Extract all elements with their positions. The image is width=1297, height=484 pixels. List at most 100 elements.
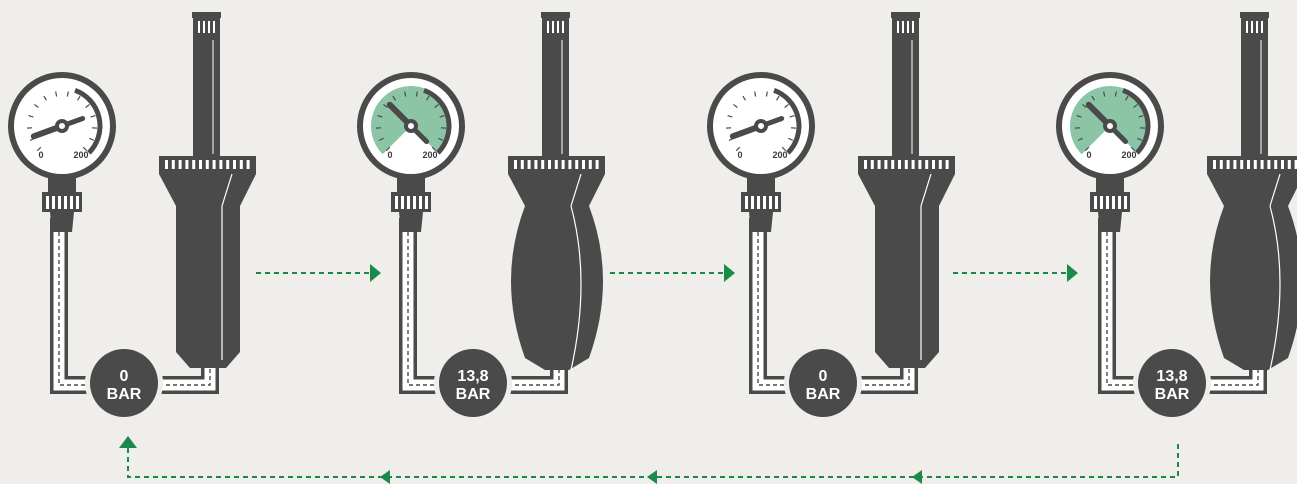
pressure-value: 0	[819, 368, 828, 385]
collar-ridge	[199, 160, 202, 169]
top-grip-ridge	[547, 21, 549, 33]
fitting-ridge	[1124, 196, 1127, 209]
collar-ridge	[1287, 160, 1291, 169]
collar-ridge	[864, 160, 867, 169]
pressure-value: 13,8	[457, 368, 488, 385]
pressure-badge	[789, 349, 857, 417]
collar-ridge	[582, 160, 585, 169]
gauge-tick	[434, 103, 439, 108]
body-relaxed	[176, 206, 240, 368]
fitting-ridge	[757, 196, 760, 209]
gauge-tick	[789, 115, 795, 118]
gauge-tick	[735, 146, 741, 152]
fitting-ridge	[413, 196, 416, 209]
gauge-tick	[1082, 103, 1087, 108]
gauge-tick	[1076, 115, 1082, 118]
gauge-min-label: 0	[38, 150, 43, 160]
fitting-ridge	[775, 196, 778, 209]
pressure-badge	[90, 349, 158, 417]
fitting-ridge	[395, 196, 398, 209]
fitting-ridge	[70, 196, 73, 209]
collar-ridge	[165, 160, 168, 169]
gauge-tick	[36, 146, 42, 152]
collar-ridge	[192, 160, 196, 169]
hose-center-line	[757, 218, 910, 386]
top-grip-ridge	[557, 21, 559, 33]
gauge-tick	[727, 115, 733, 118]
fitting-ridge	[76, 196, 79, 209]
collar-ridge	[877, 160, 881, 169]
pressure-badge	[1138, 349, 1206, 417]
fitting-ridge	[763, 196, 766, 209]
funnel-highlight	[1269, 173, 1281, 207]
gauge-tick	[1137, 137, 1143, 141]
gauge-tick	[784, 103, 789, 108]
fitting-ridge	[401, 196, 404, 209]
gauge-hub-center	[59, 123, 65, 129]
gauge-hub-center	[408, 123, 414, 129]
collar-ridge	[178, 160, 182, 169]
gauge-tick	[385, 146, 391, 152]
body-relaxed	[875, 206, 939, 368]
body-riser	[1241, 36, 1268, 156]
body-riser	[193, 36, 220, 156]
body-funnel	[159, 174, 256, 206]
gauge-tick	[781, 146, 787, 152]
collar-ridge	[246, 160, 250, 169]
top-grip-ridge	[203, 21, 205, 33]
gauge-connector	[1098, 212, 1122, 232]
gauge-tick	[1103, 91, 1106, 97]
gauge-hub-center	[758, 123, 764, 129]
gauge-max-label: 200	[422, 150, 437, 160]
top-grip-ridge	[1256, 21, 1258, 33]
body-cap	[1240, 12, 1269, 18]
gauge-tick	[765, 91, 768, 97]
pressure-unit: BAR	[107, 386, 142, 403]
body-cap	[541, 12, 570, 18]
gauge-tick	[55, 91, 58, 97]
gauge-connector	[50, 212, 74, 232]
collar-ridge	[561, 160, 565, 169]
gauge-redline-arc	[74, 87, 103, 155]
gauge-redline-arc	[773, 87, 802, 155]
collar-ridge	[938, 160, 942, 169]
collar-ridge	[1219, 160, 1223, 169]
collar-ridge	[870, 160, 874, 169]
top-grip-ridge	[552, 21, 554, 33]
top-grip-ridge	[897, 21, 899, 33]
gauge-tick	[90, 115, 96, 118]
fitting-ridge	[1118, 196, 1121, 209]
gauge-tick	[34, 103, 39, 108]
top-grip-ridge	[208, 21, 210, 33]
gauge-max-label: 200	[772, 150, 787, 160]
gauge-tick	[733, 103, 738, 108]
fitting-ridge	[64, 196, 67, 209]
fitting-ridge	[1106, 196, 1109, 209]
collar-ridge	[1240, 160, 1244, 169]
gauge-tick	[1125, 95, 1129, 101]
gauge-tick	[439, 115, 445, 118]
body-top-grip	[892, 18, 919, 36]
collar-ridge	[219, 160, 223, 169]
collar-ridge	[568, 160, 572, 169]
collar-ridge	[554, 160, 558, 169]
pressure-badge	[439, 349, 507, 417]
gauge-connector	[399, 212, 423, 232]
gauge-tick	[82, 146, 88, 152]
fitting-ridge	[58, 196, 61, 209]
body-funnel	[1207, 174, 1297, 206]
body-riser	[542, 36, 569, 156]
body-top-grip	[1241, 18, 1268, 36]
hose-center-line	[58, 218, 211, 386]
collar-ridge	[171, 160, 175, 169]
top-grip-ridge	[1261, 21, 1263, 33]
gauge-tick	[404, 91, 407, 97]
collar-ridge	[925, 160, 929, 169]
top-grip-ridge	[1246, 21, 1248, 33]
gauge-tick	[28, 115, 34, 118]
gauge-max-label: 200	[73, 150, 88, 160]
fitting-ridge	[751, 196, 754, 209]
forward-flow-arrow-2	[610, 264, 735, 282]
gauge-tick	[742, 95, 746, 101]
